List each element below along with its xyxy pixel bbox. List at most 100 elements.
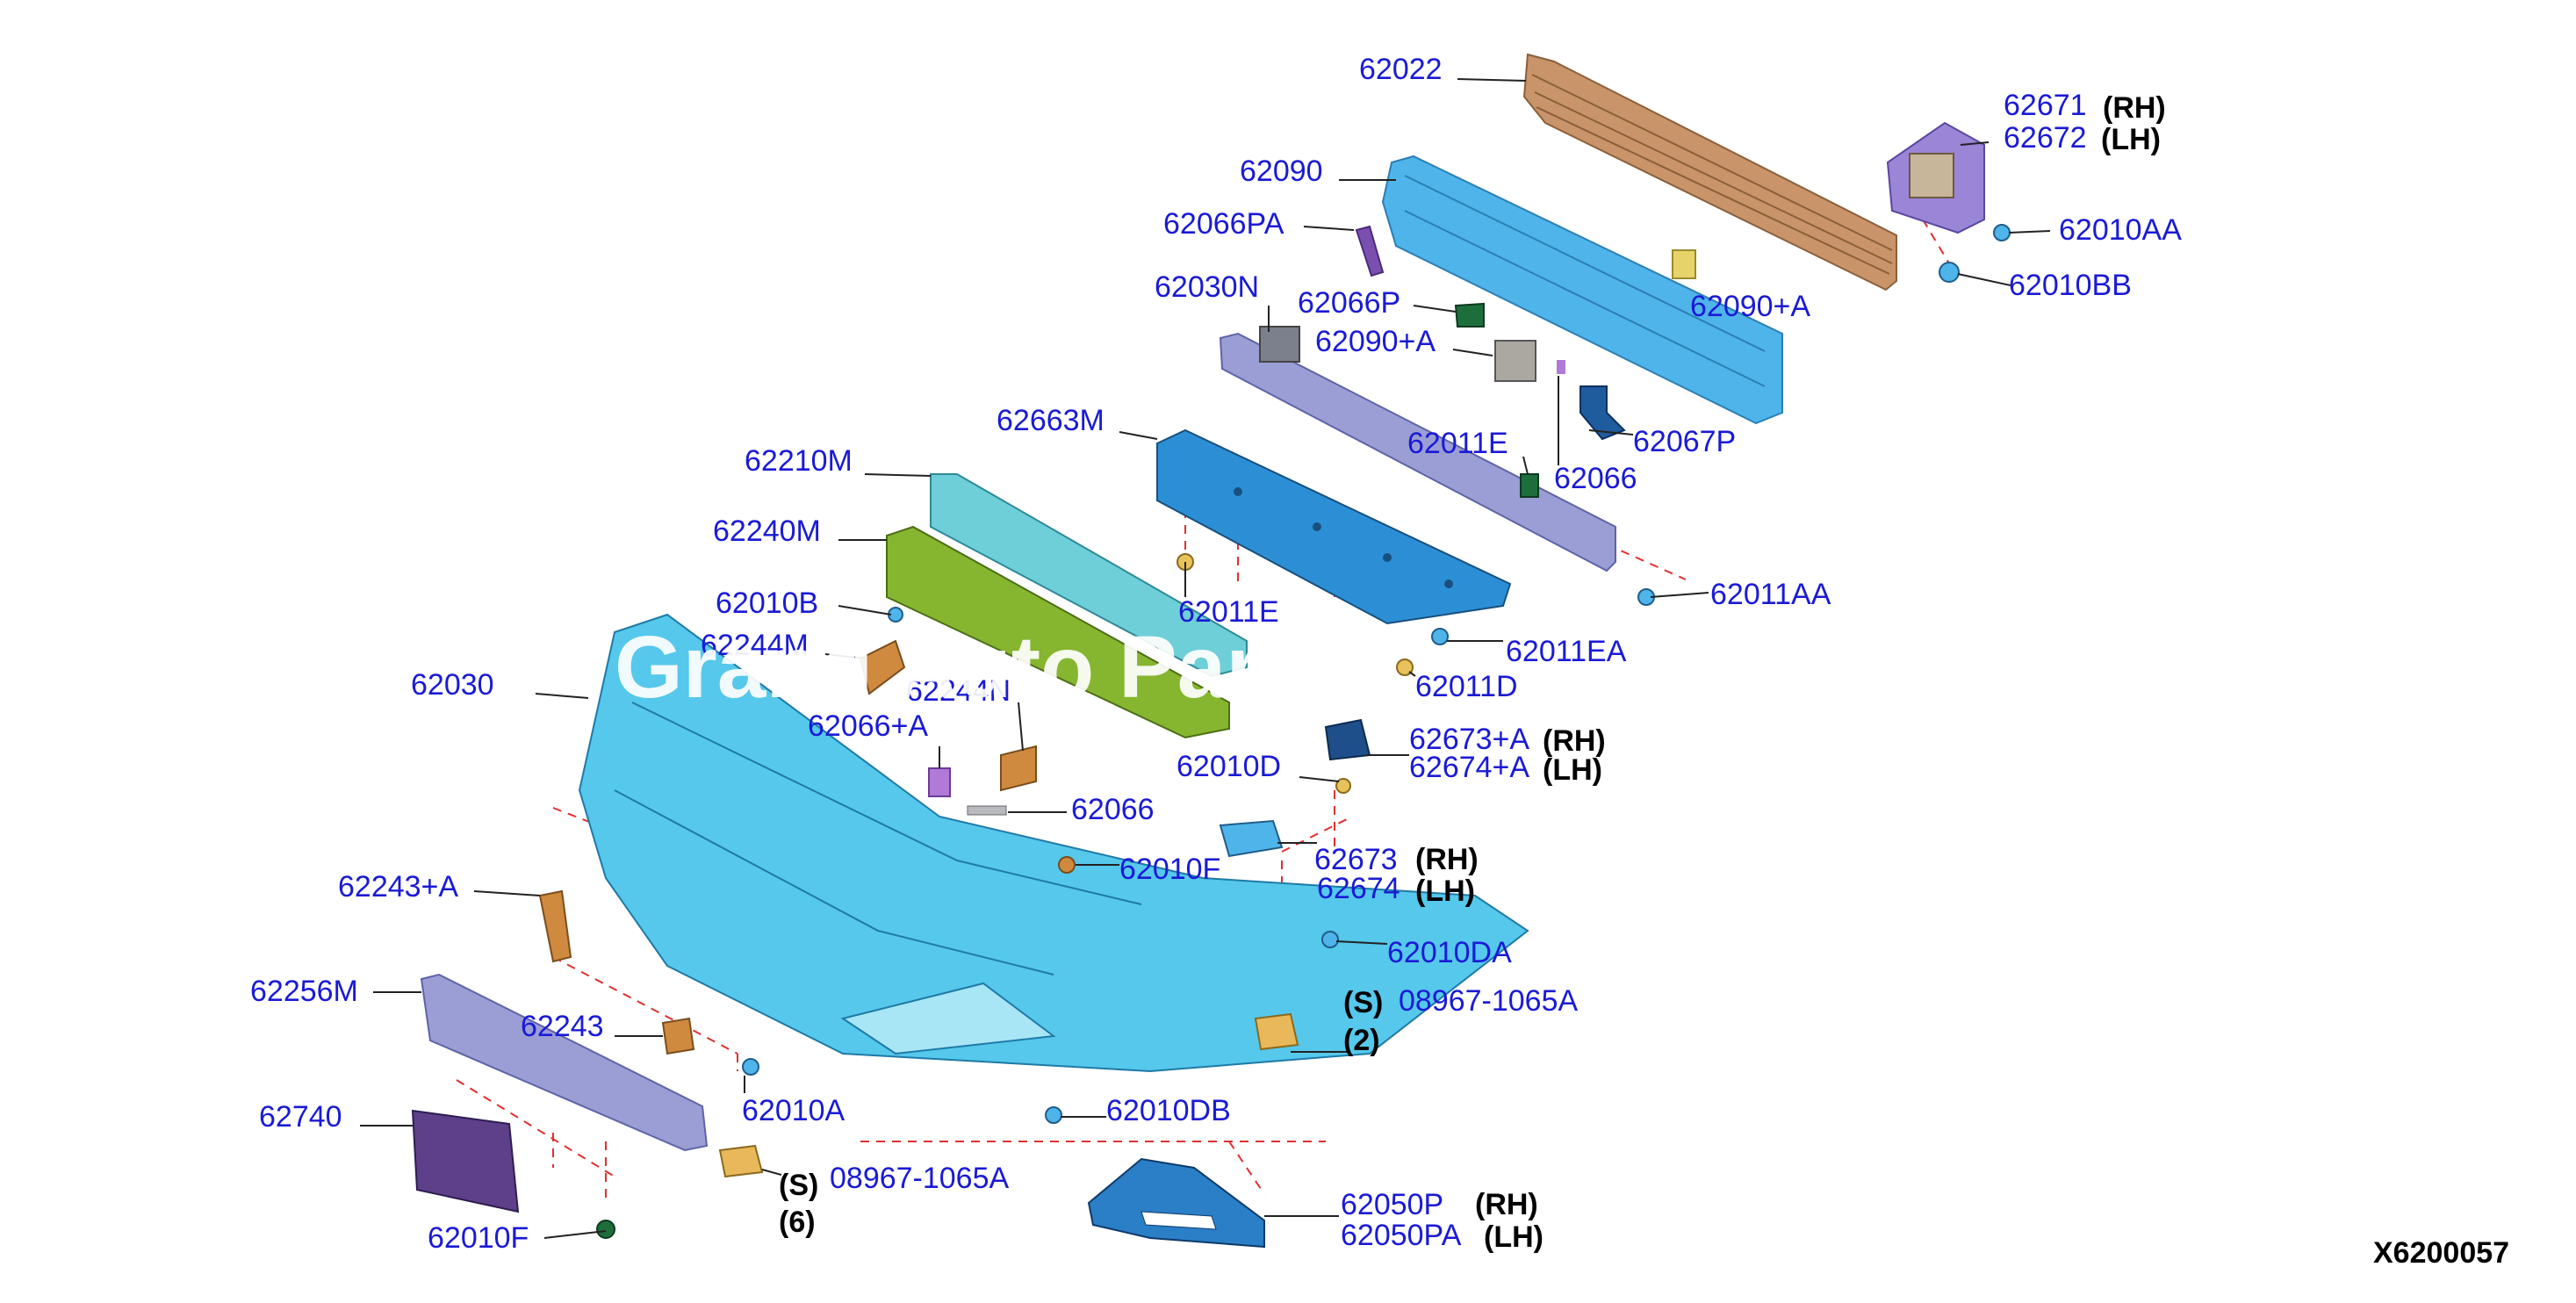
bracket-62673 xyxy=(1219,819,1284,858)
energy-absorber xyxy=(1522,53,1897,292)
pad-62066a xyxy=(928,767,951,797)
callout-08967-bottom: 08967-1065A xyxy=(830,1162,1010,1195)
label-s-bottom: (S) xyxy=(779,1169,819,1202)
bracket-62673a xyxy=(1324,718,1371,761)
lower-cover xyxy=(886,525,1230,739)
clip-62010a xyxy=(742,1058,759,1076)
clip-62010f xyxy=(1058,856,1076,874)
label-rh-62050p: (RH) xyxy=(1475,1188,1538,1221)
callout-62011aa: 62011AA xyxy=(1710,578,1831,611)
label-qty-top: (2) xyxy=(1343,1024,1380,1057)
air-guide xyxy=(930,473,1248,678)
callout-62673a: 62673+A xyxy=(1409,723,1530,756)
clip-62066p xyxy=(1454,302,1485,328)
bracket-62243 xyxy=(661,1017,695,1055)
absorber-pad xyxy=(1672,249,1696,279)
callout-62090a-right: 62090+A xyxy=(1690,290,1811,323)
bumper-fascia xyxy=(578,613,1529,1073)
callout-62022: 62022 xyxy=(1359,53,1443,86)
bolt-62010aa xyxy=(1993,224,2011,241)
bracket-62243a xyxy=(538,889,572,963)
callout-62010db: 62010DB xyxy=(1106,1094,1231,1127)
label-lh-62672: (LH) xyxy=(2101,123,2161,156)
callout-62011ea: 62011EA xyxy=(1506,635,1627,668)
label-rh-62673a: (RH) xyxy=(1543,724,1606,758)
callout-62050pa: 62050PA xyxy=(1341,1219,1462,1252)
callout-62050p: 62050P xyxy=(1341,1188,1444,1221)
bolt-62010bb xyxy=(1939,262,1960,283)
callout-62244n: 62244N xyxy=(906,674,1011,708)
bracket-62067p xyxy=(1579,385,1626,441)
seal-62066pa xyxy=(1355,225,1385,277)
watermark: Grand Auto Parts xyxy=(615,618,1339,716)
callout-62243: 62243 xyxy=(521,1010,604,1043)
callout-62010aa: 62010AA xyxy=(2059,213,2182,247)
callout-62090: 62090 xyxy=(1240,155,1323,188)
callout-62066a: 62066+A xyxy=(808,709,929,743)
callout-62010bb: 62010BB xyxy=(2009,269,2132,302)
screw-62010da xyxy=(1321,931,1339,948)
callout-62010f-bottom: 62010F xyxy=(428,1221,529,1255)
clip-62011e xyxy=(1520,473,1539,498)
callout-62066p: 62066P xyxy=(1298,286,1401,320)
fog-lamp-finisher xyxy=(1087,1157,1265,1249)
callout-08967-top: 08967-1065A xyxy=(1399,984,1579,1018)
callout-62011d: 62011D xyxy=(1415,670,1518,703)
bumper-reinforcement xyxy=(1381,155,1783,425)
bracket-62244n xyxy=(1000,745,1037,792)
lower-reinforcement-beam xyxy=(1219,332,1616,572)
callout-62066pa: 62066PA xyxy=(1163,207,1284,241)
callout-62674a: 62674+A xyxy=(1409,751,1530,784)
callout-62740: 62740 xyxy=(259,1100,342,1134)
screw-62010d xyxy=(1335,778,1351,794)
crash-box-sensor xyxy=(1259,326,1300,363)
callout-62240m: 62240M xyxy=(713,515,821,548)
callout-62210m: 62210M xyxy=(745,444,853,478)
label-rh-62673: (RH) xyxy=(1415,843,1479,876)
fog-lamp-opening xyxy=(840,982,1056,1055)
pad-62066 xyxy=(1557,360,1565,374)
screw-62011ea xyxy=(1431,628,1449,645)
callout-62010b: 62010B xyxy=(716,587,819,620)
clip-62010f-bottom xyxy=(596,1220,615,1239)
callout-62011e-top: 62011E xyxy=(1407,427,1508,460)
front-grille xyxy=(420,973,709,1152)
label-rh-62671: (RH) xyxy=(2103,91,2166,125)
callout-62066-top: 62066 xyxy=(1554,462,1637,495)
absorber-ribs xyxy=(1531,74,1893,275)
label-lh-62674: (LH) xyxy=(1415,875,1475,908)
bracket-plate xyxy=(1909,153,1954,198)
callout-62671: 62671 xyxy=(2004,89,2087,122)
bracket-62244m xyxy=(859,639,906,695)
callout-62244m: 62244M xyxy=(701,629,809,662)
callout-62090a-left: 62090+A xyxy=(1315,325,1436,358)
leader-lines xyxy=(360,78,2051,1239)
callout-62030: 62030 xyxy=(411,668,494,702)
label-lh-62674a: (LH) xyxy=(1543,753,1602,787)
callout-62066-mid: 62066 xyxy=(1071,793,1155,826)
label-lh-62050pa: (LH) xyxy=(1484,1220,1543,1254)
drawing-number: X6200057 xyxy=(2373,1236,2510,1270)
callout-62672: 62672 xyxy=(2004,121,2087,155)
undercover-holes xyxy=(1234,487,1453,588)
callout-62010a: 62010A xyxy=(742,1094,845,1127)
callout-62674: 62674 xyxy=(1317,872,1400,905)
callout-62663m: 62663M xyxy=(997,404,1105,437)
screw-62010db xyxy=(1045,1106,1062,1124)
nut-08967-bottom xyxy=(718,1144,764,1178)
undercover xyxy=(1156,428,1512,625)
pad-62066 xyxy=(967,805,1007,816)
screw-62011d xyxy=(1396,659,1414,676)
label-s-top: (S) xyxy=(1343,986,1384,1019)
nut-08967-top xyxy=(1254,1012,1299,1051)
callout-62010d: 62010D xyxy=(1176,750,1282,783)
callout-62256m: 62256M xyxy=(250,975,358,1008)
callout-62673: 62673 xyxy=(1314,843,1398,876)
callout-62243a: 62243+A xyxy=(338,870,459,903)
label-qty-bottom: (6) xyxy=(779,1206,816,1239)
license-plate-bracket xyxy=(411,1109,520,1213)
bracket-62090a xyxy=(1494,340,1536,382)
callout-62010da: 62010DA xyxy=(1387,936,1512,969)
